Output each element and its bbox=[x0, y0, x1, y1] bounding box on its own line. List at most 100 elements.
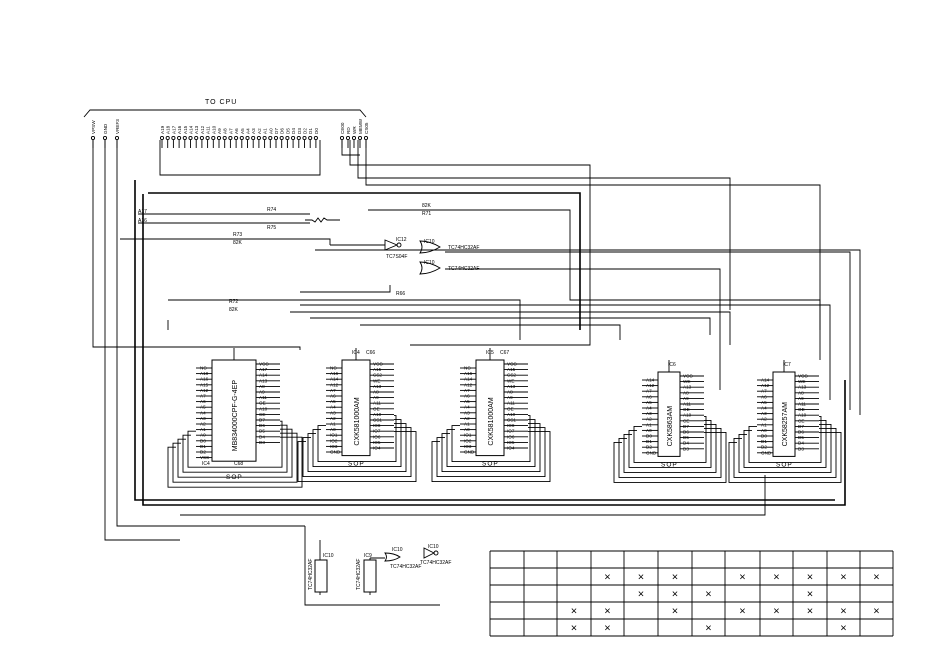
memory-chip: CXK5863AMA14A12A7A6A5A4A3A2A1A0D0D1D2GND… bbox=[613, 360, 727, 483]
svg-text:IC9: IC9 bbox=[364, 553, 372, 559]
data-bus-trace bbox=[618, 427, 722, 478]
connector-pin-label: D1 bbox=[308, 128, 313, 134]
data-bus-trace bbox=[297, 431, 417, 483]
connector-pin-label: A3 bbox=[251, 128, 256, 134]
capacitor-ref: C68 bbox=[234, 461, 243, 467]
connector-pin bbox=[102, 135, 108, 141]
connector-pin bbox=[313, 135, 318, 141]
table-cell-mark: × bbox=[739, 606, 745, 618]
svg-text:IC10: IC10 bbox=[424, 260, 435, 266]
package-label: SOP bbox=[482, 461, 499, 468]
connector-pin-label: CE00 bbox=[340, 122, 345, 134]
connector-pin-label: D5 bbox=[285, 128, 290, 134]
connector-pin-label: A4 bbox=[246, 128, 251, 134]
data-bus-trace bbox=[613, 431, 727, 483]
connector-pin bbox=[279, 135, 284, 141]
svg-text:TC74HC32AF: TC74HC32AF bbox=[448, 266, 479, 272]
chip-ref: IC4 bbox=[202, 461, 210, 467]
table-cell-mark: × bbox=[807, 589, 813, 601]
connector-pin bbox=[357, 135, 363, 141]
connector-bracket bbox=[83, 109, 367, 118]
table-cell-mark: × bbox=[604, 623, 610, 635]
table-cell-mark: × bbox=[604, 606, 610, 618]
svg-text:82K: 82K bbox=[422, 203, 432, 209]
data-bus-trace bbox=[733, 427, 837, 478]
svg-text:82K: 82K bbox=[233, 240, 243, 246]
memory-chip: CXK58257AMA14A12A7A6A5A4A3A2A1A0D0D1D2GN… bbox=[728, 360, 842, 483]
connector-pin-label: A9 bbox=[217, 128, 222, 134]
table-cell-mark: × bbox=[739, 572, 745, 584]
data-bus-trace bbox=[317, 415, 397, 463]
table-cell-mark: × bbox=[873, 572, 879, 584]
chip-body bbox=[341, 359, 371, 457]
connector-pin-label: A17 bbox=[171, 125, 176, 134]
chip-part-number: CXK58257AM bbox=[782, 402, 789, 447]
connector-pin bbox=[291, 135, 296, 141]
data-bus-trace bbox=[436, 427, 546, 478]
svg-text:R66: R66 bbox=[396, 291, 405, 297]
table-cell-mark: × bbox=[840, 623, 846, 635]
package-label: SOP bbox=[661, 461, 678, 468]
connector-pin bbox=[90, 135, 96, 141]
or-gate-ic10-a: IC10 TC74HC32AF bbox=[419, 239, 479, 254]
connector-pin-label: D0 bbox=[314, 128, 319, 134]
connector-pin-label: D4 bbox=[291, 128, 296, 134]
connector-pin-label: WR bbox=[352, 126, 357, 134]
connector-pin-label: D7 bbox=[274, 128, 279, 134]
connector-pin-label: CS05 bbox=[364, 122, 369, 134]
table-cell-mark: × bbox=[873, 606, 879, 618]
svg-text:R72: R72 bbox=[229, 299, 238, 305]
connector-pin-label: GND bbox=[103, 123, 108, 134]
connector-pin bbox=[177, 135, 182, 141]
connector-pin bbox=[302, 135, 307, 141]
table-cell-mark: × bbox=[807, 606, 813, 618]
svg-text:TC74HC32AF: TC74HC32AF bbox=[356, 559, 362, 590]
data-bus-trace bbox=[633, 415, 707, 463]
data-bus-trace bbox=[743, 419, 827, 468]
table-cell-mark: × bbox=[705, 623, 711, 635]
svg-text:R73: R73 bbox=[233, 232, 242, 238]
connector-pin-label: VREF3 bbox=[115, 119, 120, 134]
connector-pin-label: A13 bbox=[194, 125, 199, 134]
connector-pin bbox=[159, 135, 165, 141]
svg-text:R71: R71 bbox=[422, 211, 431, 217]
connector-pin bbox=[363, 135, 369, 141]
package-label: SOP bbox=[776, 461, 793, 468]
data-bus-trace bbox=[182, 424, 288, 473]
svg-text:82K: 82K bbox=[229, 307, 239, 313]
chip-part-number: CXK581000AM bbox=[488, 397, 495, 445]
table-cell-mark: × bbox=[672, 572, 678, 584]
connector-pin bbox=[262, 135, 267, 141]
memory-chips: MB834000CPF-G-4EPNCA18A16A15A12A7A6A5A4A… bbox=[167, 348, 842, 488]
connector-pin bbox=[251, 135, 256, 141]
connector-pin-label: A12 bbox=[200, 125, 205, 134]
svg-text:TC74HC32AF: TC74HC32AF bbox=[308, 559, 314, 590]
table-cell-mark: × bbox=[773, 572, 779, 584]
svg-text:TC7S04F: TC7S04F bbox=[386, 254, 407, 260]
connector-pin bbox=[245, 135, 250, 141]
connector-pin-label: VPSW bbox=[91, 120, 96, 134]
connector-pin-label: A7 bbox=[228, 128, 233, 134]
table-cell-mark: × bbox=[705, 589, 711, 601]
chip-part-number: CXK581000AM bbox=[354, 397, 361, 445]
svg-text:TC74HC32AF: TC74HC32AF bbox=[420, 560, 451, 566]
connector-pin-label: A11 bbox=[206, 126, 211, 134]
connector-pin-label: MEMW bbox=[358, 118, 363, 134]
connector-pin bbox=[188, 135, 193, 141]
svg-text:IC10: IC10 bbox=[323, 553, 334, 559]
connector-pin-label: A18 bbox=[166, 125, 171, 134]
connector-pin-label: D2 bbox=[303, 128, 308, 134]
chip-body bbox=[475, 359, 505, 457]
configuration-table: ×××××××××××××××××××××××× bbox=[489, 550, 894, 637]
table-cell-mark: × bbox=[638, 589, 644, 601]
data-bus-trace bbox=[431, 431, 551, 483]
svg-text:IC12: IC12 bbox=[396, 237, 407, 243]
capacitor-ref: C66 bbox=[366, 350, 375, 356]
table-cell-mark: × bbox=[672, 589, 678, 601]
connector-pin bbox=[239, 135, 244, 141]
connector-pin bbox=[273, 135, 279, 141]
table-cell-mark: × bbox=[571, 606, 577, 618]
connector-pin-label: RD bbox=[346, 127, 351, 134]
